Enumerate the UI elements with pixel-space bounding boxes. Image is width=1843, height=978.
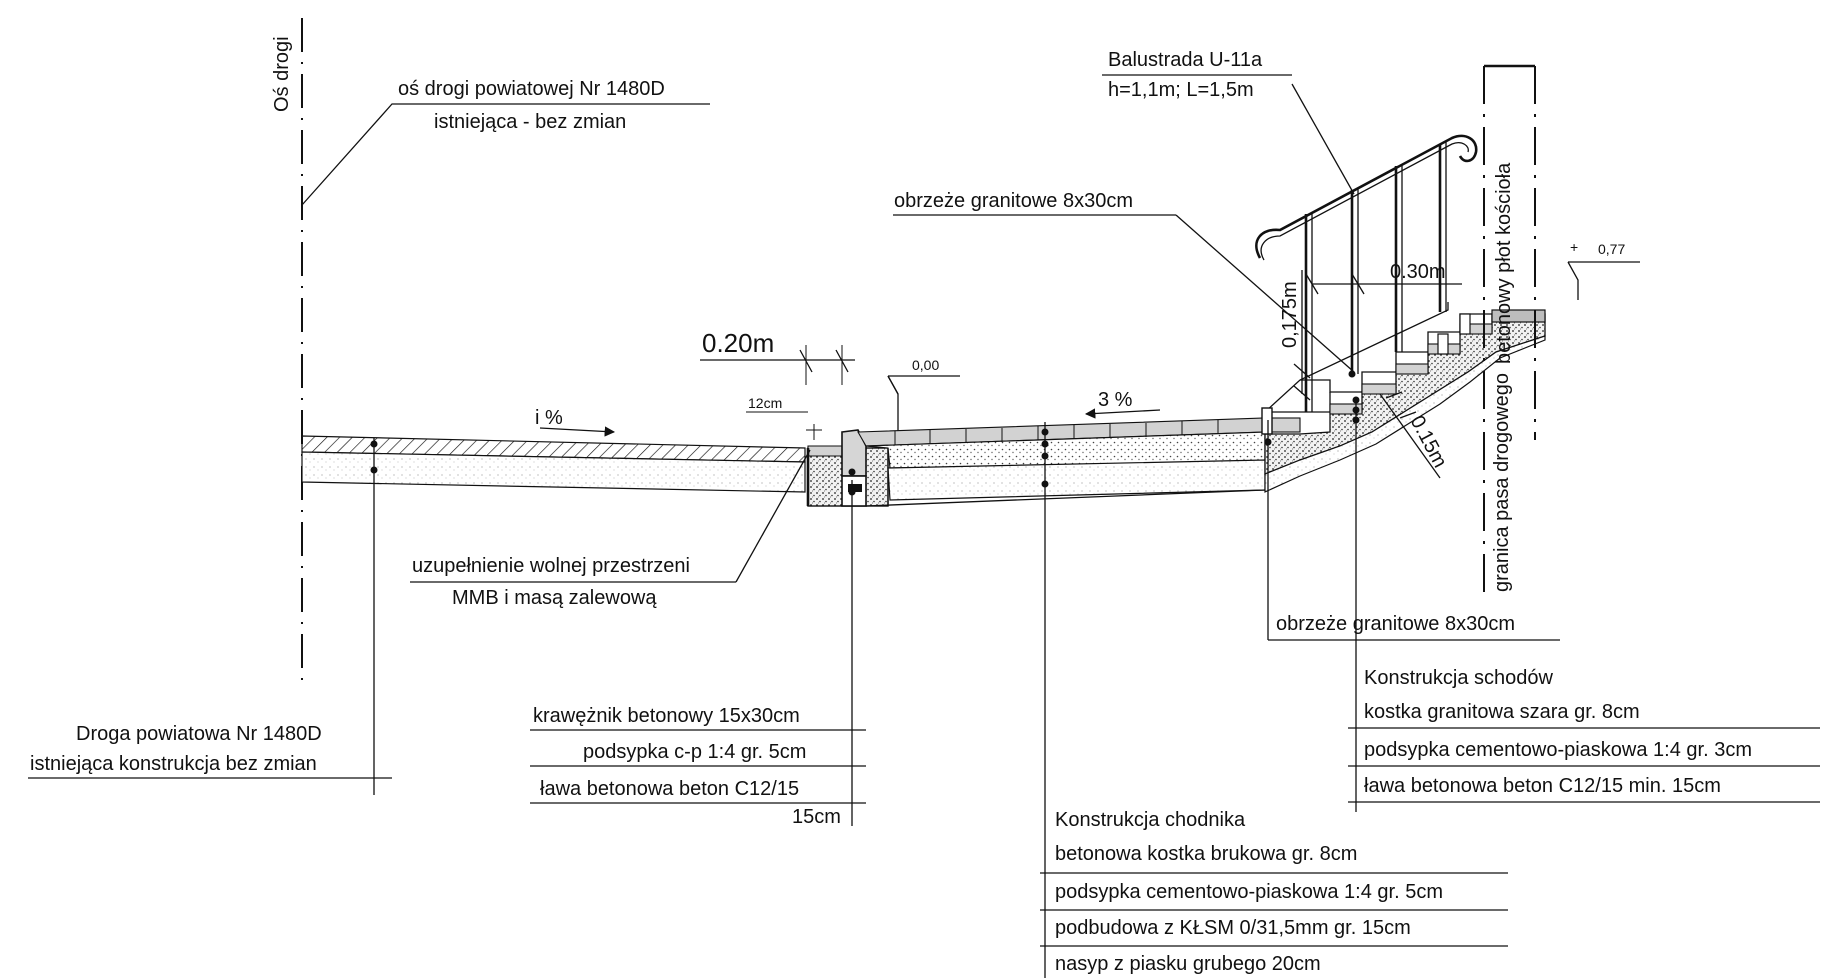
axis-note-line-2: istniejąca - bez zmian xyxy=(434,111,626,133)
elev-000-arrow xyxy=(887,375,899,395)
dim-020-label: 0.20m xyxy=(702,328,774,358)
curb-assembly xyxy=(806,429,889,507)
curb-layer-3: ława betonowa beton C12/15 xyxy=(540,778,799,800)
fill-note-line-1: uzupełnienie wolnej przestrzeni xyxy=(412,555,690,577)
stairs-layer-dot xyxy=(1352,416,1360,424)
curb-layer-1: krawężnik betonowy 15x30cm xyxy=(533,705,800,727)
sidewalk-layer-table: Konstrukcja chodnika betonowa kostka bru… xyxy=(1040,809,1508,975)
sidewalk-slope-arrow xyxy=(1084,408,1161,419)
dim-030-tick xyxy=(1305,273,1319,295)
dim-12cm-label: 12cm xyxy=(748,395,782,411)
sidewalk-layer-dot xyxy=(1041,452,1049,460)
existing-road-structure xyxy=(301,435,806,493)
sidewalk-layer-3: podbudowa z KŁSM 0/31,5mm gr. 15cm xyxy=(1055,917,1411,939)
curb-layer-4: 15cm xyxy=(792,806,841,828)
sidewalk-layer-1: betonowa kostka brukowa gr. 8cm xyxy=(1055,843,1357,865)
fill-note-line-2: MMB i masą zalewową xyxy=(452,587,657,609)
balustrade-line-2: h=1,1m; L=1,5m xyxy=(1108,79,1254,101)
dim-015-label: 0.15m xyxy=(1406,412,1452,471)
elev-077-label: 0,77 xyxy=(1598,241,1625,257)
road-layer-dot xyxy=(370,440,378,448)
stairs-layer-table: Konstrukcja schodów kostka granitowa sza… xyxy=(1348,667,1820,803)
curb-layer-dot xyxy=(848,468,856,476)
sidewalk-layer-dot xyxy=(1041,428,1049,436)
axis-note-line-1: oś drogi powiatowej Nr 1480D xyxy=(398,78,665,100)
dim-030-label: 0.30m xyxy=(1390,261,1446,283)
dim-0175-label: 0,175m xyxy=(1279,281,1301,348)
stairs-layer-1: kostka granitowa szara gr. 8cm xyxy=(1364,701,1640,723)
edging-top-dot xyxy=(1348,370,1356,378)
road-slope-arrow xyxy=(539,426,616,437)
stairs-layer-dot xyxy=(1352,396,1360,404)
dim-015-tick xyxy=(1399,411,1417,419)
edging-top-leader xyxy=(1175,214,1355,373)
elev-077-marker xyxy=(1567,261,1579,300)
edging-bottom-dot xyxy=(1264,438,1272,446)
dim-030-tick xyxy=(1351,273,1365,295)
stairs-title: Konstrukcja schodów xyxy=(1364,667,1554,689)
road-layer-dot xyxy=(370,466,378,474)
sidewalk-layer-dot xyxy=(1041,440,1049,448)
sidewalk-title: Konstrukcja chodnika xyxy=(1055,809,1246,831)
sidewalk-paver-joints xyxy=(894,420,1219,445)
sidewalk-layer-4: nasyp z piasku grubego 20cm xyxy=(1055,953,1321,975)
sidewalk-slope-label: 3 % xyxy=(1098,389,1133,411)
stairs-layer-3: ława betonowa beton C12/15 min. 15cm xyxy=(1364,775,1721,797)
stairs-layer-2: podsypka cementowo-piaskowa 1:4 gr. 3cm xyxy=(1364,739,1752,761)
church-fence-label: betonowy płot kościoła xyxy=(1493,162,1515,364)
curb-layer-2: podsypka c-p 1:4 gr. 5cm xyxy=(583,741,806,763)
road-boundary-label: granica pasa drogowego xyxy=(1491,373,1513,592)
edging-top-label: obrzeże granitowe 8x30cm xyxy=(894,190,1133,212)
road-note-line-1: Droga powiatowa Nr 1480D xyxy=(76,723,322,745)
balustrade-line-1: Balustrada U-11a xyxy=(1108,49,1263,71)
edging-bottom-label: obrzeże granitowe 8x30cm xyxy=(1276,613,1515,635)
stairs-layer-dot xyxy=(1352,406,1360,414)
dim-015-tick xyxy=(1385,391,1403,399)
road-axis-label: Oś drogi xyxy=(271,36,293,112)
sidewalk-layer-2: podsypka cementowo-piaskowa 1:4 gr. 5cm xyxy=(1055,881,1443,903)
axis-callout-leader xyxy=(301,103,710,206)
elev-077-plus: + xyxy=(1570,239,1578,255)
sidewalk-structure xyxy=(857,417,1266,507)
curb-layer-dot xyxy=(848,488,856,496)
fill-note-leader xyxy=(735,449,811,583)
stairs-structure xyxy=(1261,302,1546,493)
dim-015-line xyxy=(1379,393,1441,479)
elev-000-label: 0,00 xyxy=(912,357,939,373)
dim-0175-tick xyxy=(1293,385,1311,401)
balustrade-leader xyxy=(1291,83,1355,195)
dim-0175-tick xyxy=(1293,363,1311,379)
sidewalk-layer-dot xyxy=(1041,480,1049,488)
road-slope-label: i % xyxy=(535,407,563,429)
road-note-line-2: istniejąca konstrukcja bez zmian xyxy=(30,753,317,775)
curb-layer-table: krawężnik betonowy 15x30cm podsypka c-p … xyxy=(530,705,866,828)
